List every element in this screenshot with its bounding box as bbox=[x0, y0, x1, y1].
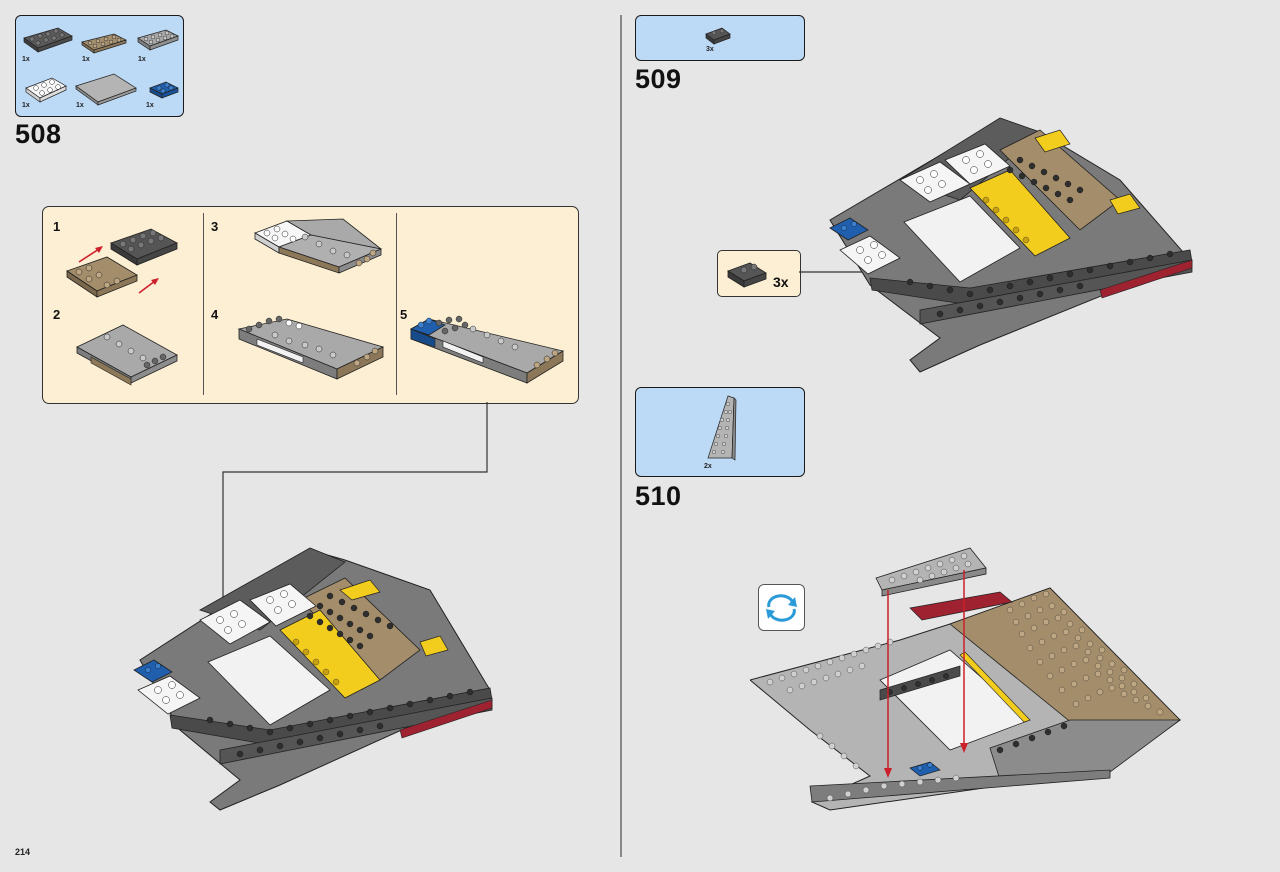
dark-gray-plate-2x4 bbox=[23, 27, 73, 53]
qty-label: 1x bbox=[146, 102, 154, 109]
step-number-510: 510 bbox=[635, 481, 682, 511]
page-number: 214 bbox=[15, 847, 31, 857]
step-508-parts-box: 1x 1x 1x 1x 1x 1x bbox=[15, 15, 184, 117]
step-508-parts-illustration bbox=[23, 27, 179, 106]
qty-label: 1x bbox=[22, 56, 30, 63]
substep-number-4: 4 bbox=[211, 307, 219, 322]
callout-quantity: 3x bbox=[773, 274, 789, 290]
qty-label: 1x bbox=[138, 56, 146, 63]
step-510-parts-box: 2x bbox=[635, 387, 805, 477]
tan-plate-2x4 bbox=[81, 33, 127, 54]
substep-4-illustration bbox=[237, 315, 385, 380]
substep-divider bbox=[396, 213, 397, 395]
step-509-callout: 3x bbox=[717, 250, 801, 297]
substep-5-illustration bbox=[410, 315, 565, 384]
incoming-wedge-plate bbox=[875, 547, 987, 597]
rotate-model-indicator bbox=[758, 584, 805, 631]
substep-1-illustration bbox=[66, 228, 178, 298]
white-plate-2x3 bbox=[25, 77, 67, 103]
substep-divider bbox=[203, 213, 204, 395]
step-508-model bbox=[133, 547, 493, 811]
qty-label: 2x bbox=[704, 463, 712, 470]
qty-label: 1x bbox=[82, 56, 90, 63]
step-509-parts-box: 3x bbox=[635, 15, 805, 61]
step-509-model bbox=[829, 117, 1193, 373]
light-gray-wedge-plate bbox=[707, 395, 737, 461]
light-gray-tile-4x4 bbox=[75, 73, 137, 106]
substep-3-illustration bbox=[254, 218, 383, 274]
subassembly-illustration bbox=[66, 218, 565, 386]
qty-label: 3x bbox=[706, 46, 714, 53]
rotate-icon bbox=[766, 594, 797, 622]
substep-number-1: 1 bbox=[53, 219, 61, 234]
light-gray-plate-2x4 bbox=[137, 29, 179, 51]
substep-number-3: 3 bbox=[211, 219, 219, 234]
substep-number-5: 5 bbox=[400, 307, 408, 322]
dark-gray-bracket-1x2 bbox=[727, 262, 767, 288]
dark-gray-bracket-1x2 bbox=[705, 27, 731, 45]
subassembly-box: 1 2 3 4 5 bbox=[42, 206, 579, 404]
substep-number-2: 2 bbox=[53, 307, 61, 322]
blue-plate-2x2 bbox=[149, 81, 179, 99]
qty-label: 1x bbox=[22, 102, 30, 109]
substep-2-illustration bbox=[76, 324, 178, 386]
step-510-model bbox=[750, 547, 1182, 811]
step-number-508: 508 bbox=[15, 119, 62, 149]
qty-label: 1x bbox=[76, 102, 84, 109]
step-number-509: 509 bbox=[635, 64, 682, 94]
page-divider bbox=[620, 15, 622, 857]
